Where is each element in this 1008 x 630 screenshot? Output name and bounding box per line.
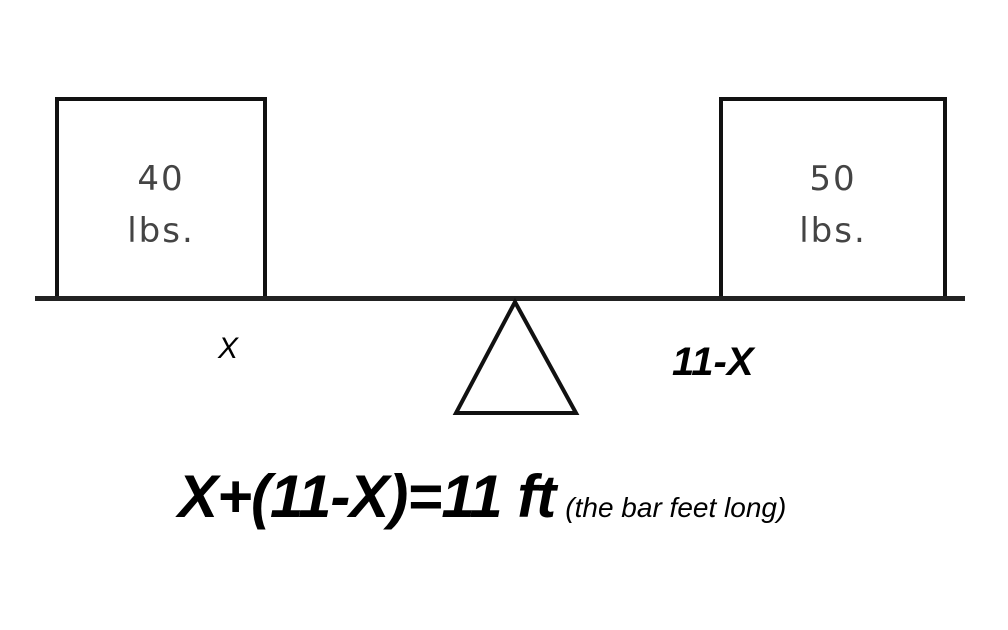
equation-text: X+(11-X)=11 ft bbox=[178, 463, 556, 530]
right-weight-box: 50 lbs. bbox=[719, 97, 947, 300]
right-distance-label: 11-X bbox=[672, 340, 754, 384]
left-weight-box: 40 lbs. bbox=[55, 97, 267, 300]
left-weight-value: 40 bbox=[137, 159, 185, 199]
equation: X+(11-X)=11 ft (the bar feet long) bbox=[178, 462, 786, 531]
equation-note: (the bar feet long) bbox=[565, 492, 787, 523]
right-weight-unit: lbs. bbox=[799, 211, 867, 251]
right-weight-value: 50 bbox=[809, 159, 857, 199]
left-weight-unit: lbs. bbox=[127, 211, 195, 251]
left-distance-label: X bbox=[218, 332, 239, 365]
seesaw-beam bbox=[35, 296, 965, 301]
